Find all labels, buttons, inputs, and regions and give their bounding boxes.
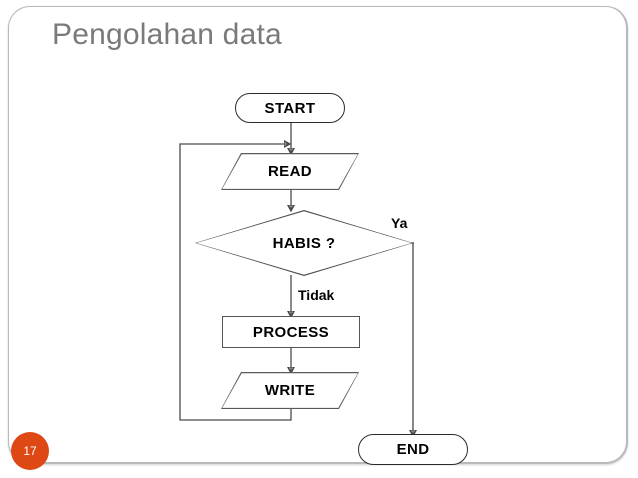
edge-label-tidak: Tidak	[298, 287, 335, 303]
slide-number-badge: 17	[11, 432, 49, 470]
flow-node-habis-label: HABIS ?	[272, 234, 336, 252]
flow-node-write-label: WRITE	[264, 382, 316, 399]
page-title: Pengolahan data	[52, 18, 282, 51]
flow-node-start[interactable]: START	[235, 93, 345, 123]
edge-label-ya: Ya	[391, 215, 408, 231]
flow-node-process[interactable]: PROCESS	[222, 316, 360, 348]
flow-node-end[interactable]: END	[358, 434, 468, 465]
flow-node-start-label: START	[264, 99, 316, 117]
flow-node-read[interactable]: READ	[221, 153, 359, 190]
flow-node-process-label: PROCESS	[252, 323, 330, 341]
parallelogram-fill	[222, 373, 358, 408]
flow-node-end-label: END	[396, 441, 430, 458]
flow-node-write[interactable]: WRITE	[221, 372, 359, 409]
parallelogram-fill	[222, 154, 358, 189]
flow-node-habis[interactable]: HABIS ?	[195, 210, 413, 276]
flow-node-read-label: READ	[267, 163, 313, 180]
